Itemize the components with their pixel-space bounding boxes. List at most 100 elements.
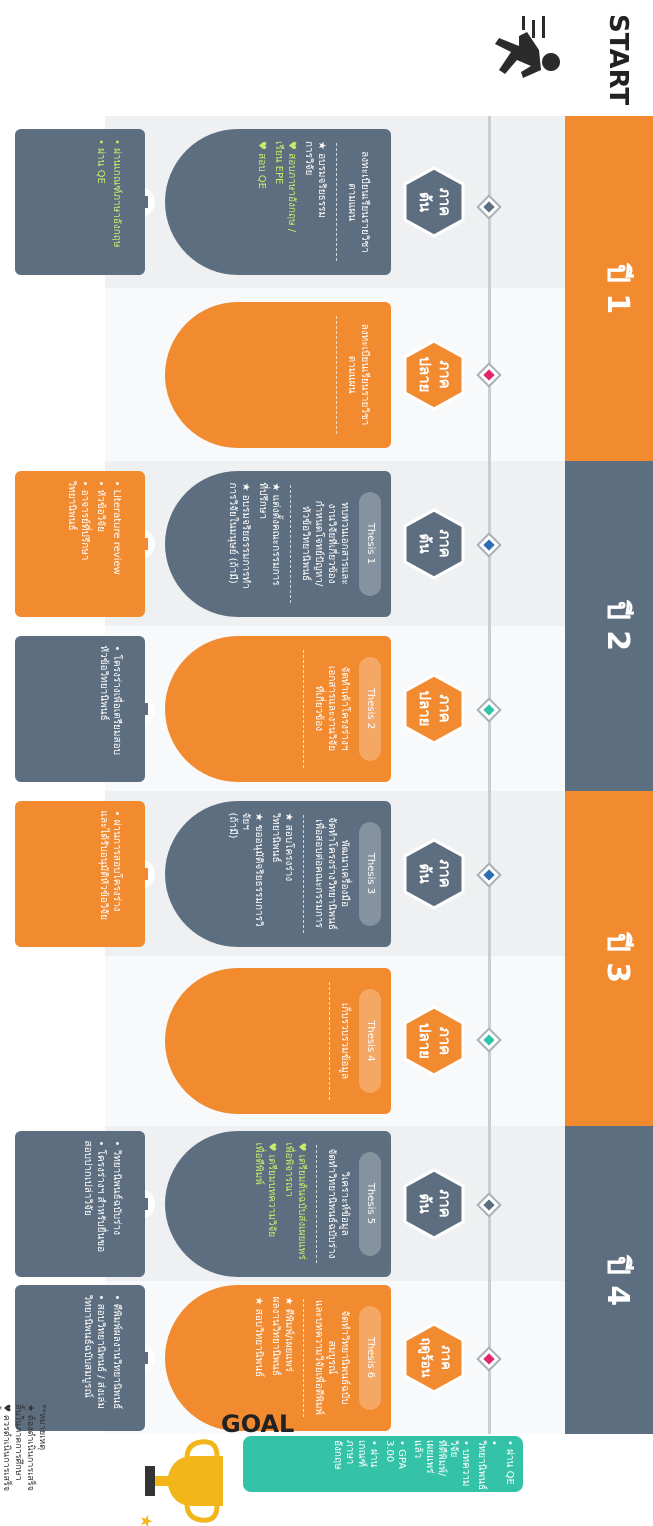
milestone-item: • สอบวิทยานิพนธ์ / ส่งเล่ม วิทยานิพนธ์ฉบ… [82, 1294, 106, 1409]
start-area: START [0, 0, 653, 110]
card-divider [336, 315, 337, 434]
card-title: เก็บรวบรวมข้อมูล [339, 1002, 350, 1080]
card-title: จัดทำเค้าโครงร่างฯ เอกสารและงานวิจัย ที่… [313, 665, 350, 752]
milestone-item: • อาจารย์ที่ปรึกษาวิทยานิพนธ์ [66, 480, 90, 561]
card-item: ♥ เตรียมบทความวิจัย เพื่อตีพิมพ์ [253, 1142, 277, 1238]
card-divider [290, 484, 291, 603]
milestone-item: • วิทยานิพนธ์ฉบับร่าง [111, 1140, 122, 1236]
year-label-1: ปี 1 [600, 263, 635, 315]
term-label: ภาค ต้น [416, 187, 454, 217]
card-item: ★ สอบโครงร่าง วิทยานิพนธ์ [270, 812, 294, 882]
goal-box: • ผ่าน QE • วิทยานิพนธ์• บทความวิจัย ที่ต… [243, 1436, 523, 1492]
milestone-item: • Literature review [111, 480, 122, 575]
year-label-3: ปี 3 [600, 932, 635, 984]
term-card-1: ลงทะเบียนเรียนรายวิชา ตามแผน ★ อบรมจริยธร… [165, 129, 391, 275]
goal-item: • วิทยานิพนธ์ [476, 1440, 499, 1491]
timeline-node-6 [476, 1027, 502, 1053]
term-card-2: ลงทะเบียนเรียนรายวิชา ตามแผน [165, 301, 391, 448]
term-hexagon-7: ภาค ต้น [403, 1167, 465, 1240]
card-items: ★ แต่งตั้งคณะกรรมการ ที่ปรึกษา★ อบรมจริย… [226, 483, 282, 605]
card-items: ★ อบรมจริยธรรม การวิจัย♥ สอบภาษาอังกฤษ /… [255, 141, 328, 263]
year-bar: ปี 1 ปี 2 ปี 3 ปี 4 [565, 0, 653, 1494]
timeline-node-2 [476, 362, 502, 388]
thesis-tag: Thesis 4 [359, 989, 381, 1093]
term-card-3: Thesis 1 ทบทวนเอกสารและ งานวิจัยที่เกี่ยว… [165, 470, 391, 617]
card-title: พัฒนาเครื่องมือ จัดทำโครงร่างวิทยานิพนธ์… [313, 817, 350, 930]
card-item: ★ แต่งตั้งคณะกรรมการ ที่ปรึกษา [257, 482, 281, 586]
term-hexagon-8: ภาค ฤดูร้อน [403, 1321, 465, 1394]
card-item: ★ อบรมจริยธรรม การวิจัย [303, 141, 327, 218]
card-item: ♥ สอบภาษาอังกฤษ / เรียน EPE [273, 141, 297, 233]
milestone-item: • หัวข้อวิจัย [95, 480, 106, 532]
year-band-3: ปี 3 [565, 791, 653, 1126]
card-divider [316, 1144, 317, 1263]
milestone-box-3: • Literature review • หัวข้อวิจัย • อาจารย… [15, 470, 145, 617]
trophy-icon: ★ [137, 1439, 223, 1526]
thesis-tag: Thesis 5 [359, 1151, 381, 1256]
milestone-box-7: • วิทยานิพนธ์ฉบับร่าง • โครงร่างฯ สำหรับย… [15, 1130, 145, 1277]
card-title: จัดทำวิทยานิพนธ์ฉบับสมบูรณ์ และบทความวิจ… [313, 1299, 350, 1415]
timeline-node-5 [476, 862, 502, 888]
milestone-item: • ผ่านการสอบโครงร่าง และได้รับอนุมัติหัว… [98, 810, 122, 921]
term-label: ภาค ต้น [416, 859, 454, 888]
term-card-4: Thesis 2 จัดทำเค้าโครงร่างฯ เอกสารและงานว… [165, 635, 391, 782]
milestone-item: • โครงร่างฯ สำหรับยื่นขอ สอบปากเปล่าวิจั… [82, 1140, 106, 1253]
runner-icon [495, 16, 560, 78]
card-items: ♥ เตรียมต้นฉบับส่งเผยแพร่ เพื่อพิจารณา♥ … [252, 1143, 308, 1265]
term-label: ภาค ฤดูร้อน [418, 1337, 453, 1378]
card-item: ★ อบรมจริยธรรมการทำ การวิจัยในมนุษย์ (ถ้… [227, 482, 251, 589]
term-hexagon-2: ภาค ปลาย [403, 338, 465, 411]
timeline-node-8 [476, 1346, 502, 1372]
timeline-node-4 [476, 697, 502, 723]
card-items: ★ ตีพิมพ์/เผยแพร่ ผลงานวิทยานิพนธ์ ★ สอบว… [252, 1297, 295, 1419]
card-item: ♥ เตรียมต้นฉบับส่งเผยแพร่ เพื่อพิจารณา [283, 1142, 307, 1260]
card-divider [303, 649, 304, 768]
card-title: ทบทวนเอกสารและ งานวิจัยที่เกี่ยวข้อง กำห… [300, 500, 350, 587]
svg-text:★: ★ [137, 1514, 156, 1526]
goal-item: • ผ่านเกณฑ์ ภาษาอังกฤษ [332, 1440, 379, 1470]
goal-item: • ผ่าน QE [504, 1440, 515, 1485]
year-label-2: ปี 2 [600, 600, 635, 652]
card-divider [303, 1298, 304, 1417]
note-star: ★ ต้องดำเนินการเสร็จสิ้นในภาคการศึกษา [13, 1404, 35, 1491]
card-item: ★ ขออนุมัติจริยธรรมการวิจัยฯ (ถ้ามี) [227, 812, 264, 927]
term-hexagon-4: ภาค ปลาย [403, 672, 465, 745]
term-hexagon-1: ภาค ต้น [403, 166, 465, 238]
milestone-box-4: • โครงร่างเพื่อเตรียมสอบ หัวข้อวิทยานิพน… [15, 635, 145, 782]
term-label: ภาค ปลาย [416, 1023, 454, 1059]
milestone-box-1: • ผ่านเกณฑ์ภาษาอังกฤษ• ผ่าน QE [15, 129, 145, 275]
card-title: ลงทะเบียนเรียนรายวิชา ตามแผน [346, 151, 370, 253]
term-label: ภาค ปลาย [416, 356, 454, 393]
term-hexagon-6: ภาค ปลาย [403, 1005, 465, 1077]
year-band-4: ปี 4 [565, 1126, 653, 1434]
thesis-tag: Thesis 1 [359, 491, 381, 596]
term-card-8: Thesis 6 จัดทำวิทยานิพนธ์ฉบับสมบูรณ์ และบ… [165, 1284, 391, 1431]
card-title: วิเคราะห์ข้อมูล จัดทำวิทยานิพนธ์ฉบับร่าง [326, 1148, 350, 1259]
term-hexagon-5: ภาค ต้น [403, 837, 465, 910]
thesis-tag: Thesis 3 [359, 821, 381, 926]
term-label: ภาค ต้น [416, 1189, 454, 1218]
notes: **หมายเหตุ★ ต้องดำเนินการเสร็จสิ้นในภาคก… [0, 1404, 48, 1494]
goal-item: • บทความวิจัย ที่ตีพิมพ์/ เผยแพร่แล้ว [412, 1440, 471, 1487]
thesis-tag: Thesis 6 [359, 1305, 381, 1410]
card-item: ★ สอบวิทยานิพนธ์ [253, 1296, 264, 1378]
milestone-item: • ผ่าน QE [95, 139, 106, 184]
term-label: ภาค ต้น [416, 529, 454, 558]
milestone-box-5: • ผ่านการสอบโครงร่าง และได้รับอนุมัติหัว… [15, 800, 145, 947]
card-item: ♥ สอบ QE [256, 141, 267, 189]
goal-item: • GPA 3.00 [384, 1440, 407, 1470]
card-item: ★ ตีพิมพ์/เผยแพร่ ผลงานวิทยานิพนธ์ [270, 1296, 294, 1376]
note-heart: ♥ ควรดำเนินการเสร็จสิ้นในภาคการศึกษา [1, 1404, 11, 1492]
milestone-item: • ตีพิมพ์ผลงานวิทยานิพนธ์ [111, 1294, 122, 1410]
card-divider [303, 814, 304, 933]
year-band-1: ปี 1 [565, 116, 653, 461]
milestone-item: • โครงร่างเพื่อเตรียมสอบ หัวข้อวิทยานิพน… [98, 645, 122, 755]
term-hexagon-3: ภาค ต้น [403, 507, 465, 580]
card-items: ★ สอบโครงร่าง วิทยานิพนธ์★ ขออนุมัติจริย… [226, 813, 295, 935]
timeline [476, 0, 503, 1494]
thesis-tag: Thesis 2 [359, 656, 381, 761]
term-label: ภาค ปลาย [416, 690, 454, 727]
timeline-line [488, 116, 491, 1434]
goal-label: GOAL [221, 1410, 295, 1438]
